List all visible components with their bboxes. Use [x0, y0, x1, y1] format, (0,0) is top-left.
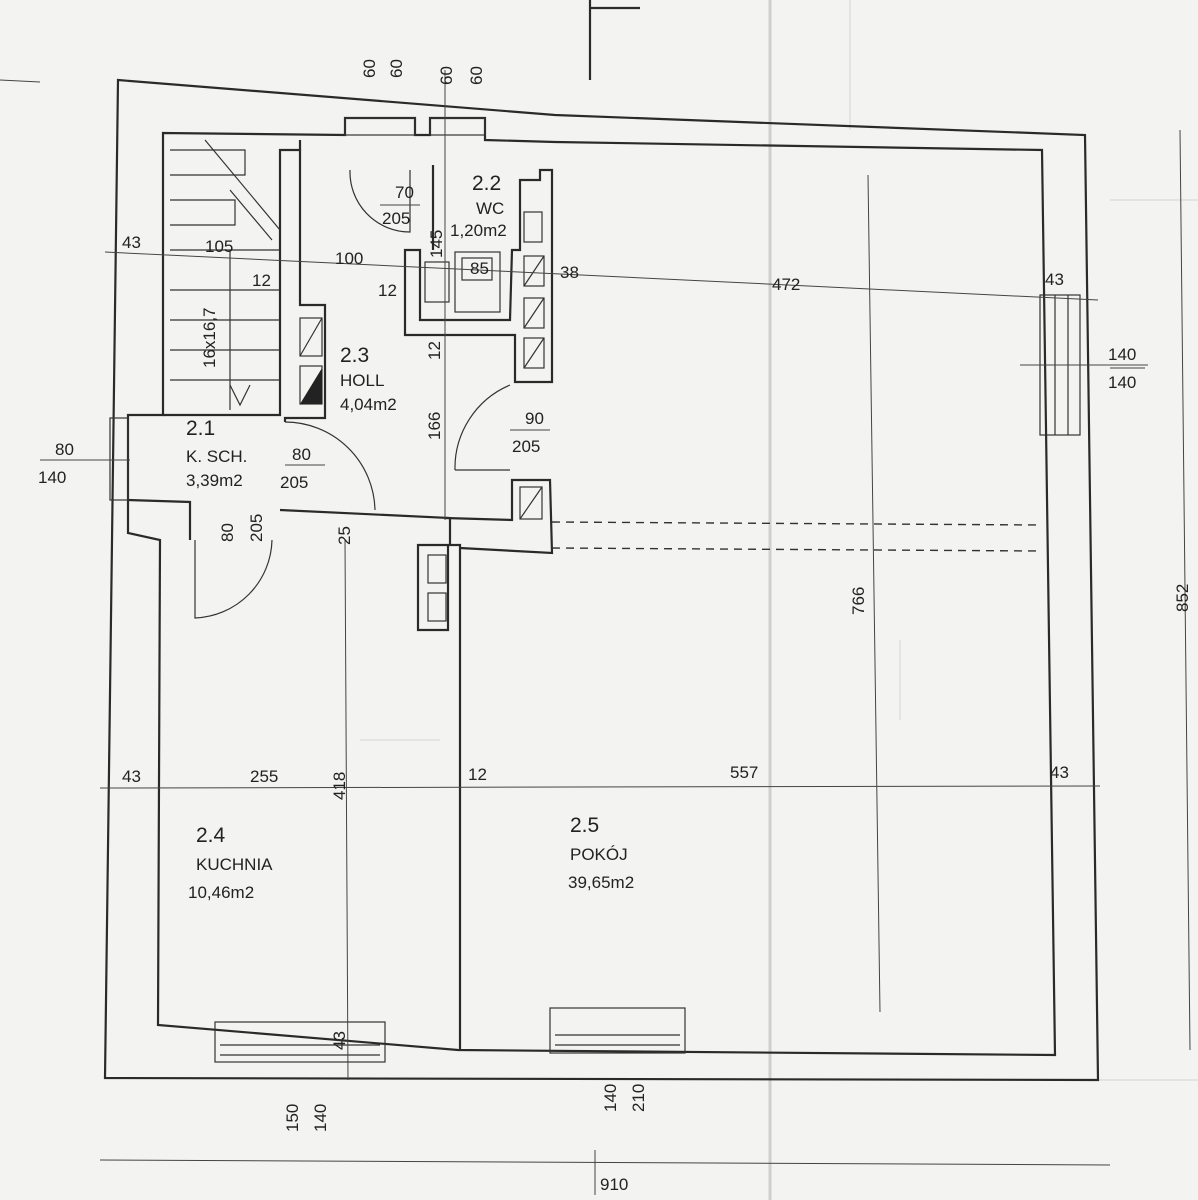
dim-label: 12: [425, 341, 444, 360]
chimney-vents: [299, 211, 545, 622]
dim-label: 43: [330, 1031, 349, 1050]
window-dim-label: 140: [601, 1084, 620, 1112]
window-dim-label: 60: [467, 66, 486, 85]
dimension-labels: 43 105 100 12 12 145 85 38 472 43 12 166…: [122, 230, 1192, 1194]
room-number: 2.4: [196, 824, 226, 847]
dim-label: 12: [468, 765, 487, 784]
dim-label: 100: [335, 249, 363, 268]
window-dim-label: 60: [437, 66, 456, 85]
room-number: 2.1: [186, 417, 215, 440]
room-2-1-label: 2.1 K. SCH. 3,39m2: [186, 417, 247, 490]
door-height-label: 205: [382, 209, 410, 228]
dim-label: 43: [1045, 270, 1064, 289]
room-name: WC: [476, 199, 504, 218]
door-height-label: 205: [247, 514, 266, 542]
staircase: [170, 139, 281, 410]
dim-label: 472: [772, 275, 800, 294]
dim-label: 418: [330, 772, 349, 800]
dim-label: 910: [600, 1175, 628, 1194]
window-dim-label: 80: [55, 440, 74, 459]
dim-label: 12: [378, 281, 397, 300]
room-2-2-label: 2.2 WC 1,20m2: [450, 172, 507, 240]
room-name: KUCHNIA: [196, 855, 273, 874]
windows: [109, 117, 1081, 1063]
window-dim-label: 60: [360, 59, 379, 78]
dim-label: 852: [1173, 584, 1192, 612]
room-2-3-label: 2.3 HOLL 4,04m2: [340, 344, 397, 414]
window-dim-label: 210: [629, 1084, 648, 1112]
room-area: 10,46m2: [188, 883, 254, 902]
dim-label: 43: [1050, 763, 1069, 782]
room-number: 2.2: [472, 172, 501, 195]
beam-line: [551, 521, 1041, 526]
room-name: K. SCH.: [186, 447, 247, 466]
room-area: 39,65m2: [568, 873, 634, 892]
doors: [194, 169, 511, 619]
outer-walls: [103, 78, 1100, 1082]
window-dim-label: 140: [1108, 345, 1136, 364]
door-width-label: 80: [218, 523, 237, 542]
dimension-lines: [0, 70, 1191, 1195]
dim-label: 557: [730, 763, 758, 782]
door-height-label: 205: [512, 437, 540, 456]
room-name: HOLL: [340, 371, 384, 390]
dim-label: 85: [470, 259, 489, 278]
stairs-label: 16x16,7: [200, 308, 219, 369]
window-dim-label: 60: [387, 59, 406, 78]
room-area: 4,04m2: [340, 395, 397, 414]
window-dim-label: 150: [283, 1104, 302, 1132]
room-2-5-label: 2.5 POKÓJ 39,65m2: [568, 814, 634, 892]
dim-label: 766: [849, 587, 868, 615]
dim-label: 145: [427, 230, 446, 258]
dim-label: 166: [425, 412, 444, 440]
room-2-4-label: 2.4 KUCHNIA 10,46m2: [188, 824, 273, 902]
window-dim-label: 140: [1108, 373, 1136, 392]
dim-label: 255: [250, 767, 278, 786]
dim-label: 25: [335, 526, 354, 545]
dim-label: 43: [122, 233, 141, 252]
window-dim-label: 140: [38, 468, 66, 487]
room-name: POKÓJ: [570, 845, 628, 864]
room-number: 2.3: [340, 344, 369, 367]
inner-walls: [127, 140, 554, 1050]
door-width-label: 90: [525, 409, 544, 428]
dim-label: 105: [205, 237, 233, 256]
dim-label: 12: [252, 271, 271, 290]
room-area: 1,20m2: [450, 221, 507, 240]
north-arrow-mark: [588, 0, 640, 80]
dim-label: 43: [122, 767, 141, 786]
beam-line: [551, 547, 1041, 552]
door-width-label: 70: [395, 183, 414, 202]
door-height-label: 205: [280, 473, 308, 492]
room-number: 2.5: [570, 814, 599, 837]
door-width-label: 80: [292, 445, 311, 464]
room-area: 3,39m2: [186, 471, 243, 490]
window-dim-label: 140: [311, 1104, 330, 1132]
dim-label: 38: [560, 263, 579, 282]
